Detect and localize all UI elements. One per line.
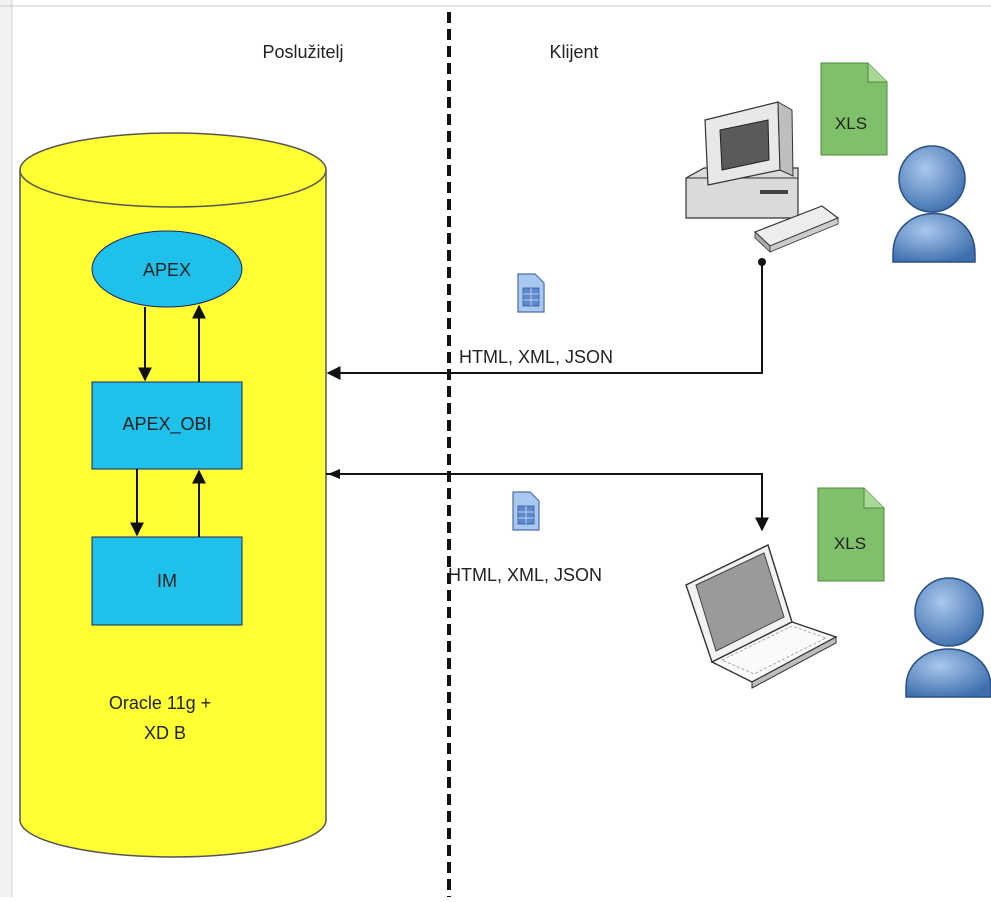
im-label: IM [157,571,177,591]
apex-obi-node: APEX_OBI [91,381,243,470]
laptop-icon [685,544,838,689]
connection-server-laptop [326,473,769,532]
im-node: IM [91,536,243,626]
client-label: Klijent [549,42,598,62]
internal-arrows [130,304,206,537]
apex-node: APEX [91,230,243,308]
apex-obi-label: APEX_OBI [122,414,211,435]
xls-label-bottom: XLS [834,534,866,553]
xls-label-top: XLS [835,114,867,133]
database-cylinder [19,132,327,858]
connection-bottom-label: HTML, XML, JSON [448,565,602,585]
apex-label: APEX [143,260,191,280]
document-icon [512,491,540,531]
xls-file-top: XLS [820,62,888,156]
user-icon [905,577,991,698]
arrowhead-to-server [328,469,340,479]
user-icon [892,145,976,263]
connection-desktop-server [326,258,766,380]
server-label: Poslužitelj [262,42,343,62]
left-edge-ruler [0,0,13,897]
document-icon [517,273,545,313]
database-label-line2: XD B [144,723,186,743]
database-label-line1: Oracle 11g + [109,693,211,713]
connection-top-label: HTML, XML, JSON [459,347,613,367]
desktop-computer-icon [685,101,840,253]
xls-file-bottom: XLS [817,487,885,582]
